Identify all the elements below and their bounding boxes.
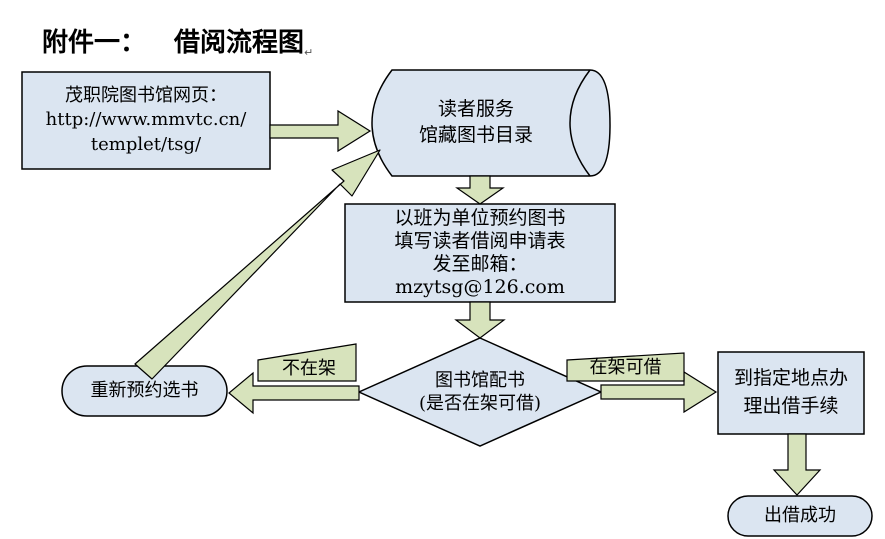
decision-line: (是否在架可借): [418, 393, 542, 414]
reserve-line: 发至邮箱：: [432, 253, 528, 275]
reserve-line: mzytsg@126.com: [395, 275, 565, 298]
rebook-text: 重新预约选书: [90, 379, 199, 401]
arrow-rebook-to-catalog: [134, 149, 381, 380]
website-line: 茂职院图书馆网页：: [65, 85, 227, 107]
catalog-shape-edge: [569, 69, 591, 177]
website-text: 茂职院图书馆网页： http://www.mmvtc.cn/ templet/t…: [22, 72, 270, 169]
reserve-line: 填写读者借阅申请表: [394, 230, 566, 253]
website-box: [21, 71, 271, 170]
not-on-shelf-label: 不在架: [282, 357, 336, 379]
arrow-catalog-to-reserve: [455, 175, 505, 205]
decision-line: 图书馆配书: [435, 369, 525, 391]
title-main: 借阅流程图: [174, 28, 305, 58]
procedure-text: 到指定地点办 理出借手续: [718, 352, 864, 434]
catalog-line: 馆藏图书目录: [418, 124, 533, 146]
catalog-text: 读者服务 馆藏图书目录: [382, 72, 570, 174]
catalog-shape: [371, 69, 611, 177]
success-terminator: [727, 495, 873, 537]
reserve-line: 以班为单位预约图书: [394, 207, 566, 230]
arrow-decision-to-procedure: [600, 370, 718, 414]
decision-diamond: [357, 337, 603, 447]
page-title: 附件一： 借阅流程图↵: [42, 22, 313, 59]
on-shelf-tag: [566, 352, 685, 382]
website-line: http://www.mmvtc.cn/: [45, 109, 247, 131]
paragraph-mark-icon: ↵: [304, 46, 314, 59]
reserve-text: 以班为单位预约图书 填写读者借阅申请表 发至邮箱： mzytsg@126.com: [345, 204, 615, 302]
decision-text: 图书馆配书 (是否在架可借): [380, 360, 580, 424]
catalog-line: 读者服务: [437, 98, 514, 121]
reserve-box: [344, 203, 616, 303]
arrow-decision-to-rebook: [228, 371, 360, 415]
success-text: 出借成功: [764, 504, 836, 526]
arrow-website-to-catalog: [269, 109, 372, 153]
procedure-line: 到指定地点办: [733, 367, 848, 390]
not-on-shelf-tag: [257, 343, 357, 382]
on-shelf-label: 在架可借: [589, 356, 662, 378]
arrow-procedure-to-success: [772, 433, 822, 496]
website-line: templet/tsg/: [90, 133, 202, 155]
procedure-line: 理出借手续: [743, 395, 839, 417]
procedure-box: [717, 351, 865, 435]
title-prefix: 附件一：: [42, 28, 147, 58]
arrow-reserve-to-decision: [454, 301, 506, 339]
